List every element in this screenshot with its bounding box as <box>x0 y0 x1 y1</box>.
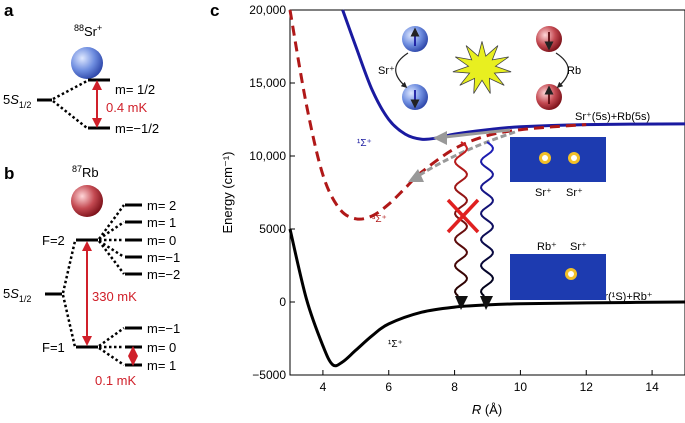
sr-dash-up <box>52 79 88 101</box>
curve-label-singlet-upper: ¹Σ⁺ <box>357 138 372 149</box>
y-tick-label-2: 5000 <box>259 222 286 236</box>
x-tick-label-14: 14 <box>645 380 659 394</box>
panel-b-letter: b <box>4 164 14 183</box>
y-tick-label-0: −5000 <box>252 368 286 382</box>
radiative-transition-red-head <box>455 296 468 310</box>
rb-f1-m-0: m= 0 <box>147 340 176 355</box>
y-tick-label-4: 15,000 <box>249 76 286 90</box>
spin-exchange-illustration: Sr⁺ Rb <box>378 26 581 110</box>
curve-singlet-lower <box>288 228 685 368</box>
rb-state-label: 5S1/2 <box>3 286 31 304</box>
rb-zeeman-label: 0.1 mK <box>95 373 137 388</box>
x-tick-label-4: 4 <box>320 380 327 394</box>
inset-bottom-label-1: Rb⁺ <box>537 241 557 253</box>
panel-c-letter: c <box>210 1 219 20</box>
panel-a-letter: a <box>4 1 14 20</box>
curve-singlet-upper <box>341 9 685 141</box>
inset-top-ion-2 <box>571 155 577 161</box>
rb-f2-label: F=2 <box>42 233 65 248</box>
inset-top-image <box>510 137 606 182</box>
rb-f1-m-1: m= 1 <box>147 358 176 373</box>
x-tick-label-6: 6 <box>385 380 392 394</box>
rb-f2-m-1: m= 1 <box>147 215 176 230</box>
curve-triplet <box>288 9 587 221</box>
rb-f2-sublevels <box>125 203 142 276</box>
approach-arrow-upper <box>444 128 511 139</box>
rb-f2-dashes <box>97 204 126 275</box>
y-axis-label: Energy (cm⁻¹) <box>220 152 235 234</box>
x-tick-label-8: 8 <box>451 380 458 394</box>
inset-top: Sr⁺ Sr⁺ <box>510 137 606 199</box>
rb-f1-label: F=1 <box>42 340 65 355</box>
sr-spin-label: Sr⁺ <box>378 65 395 77</box>
radiative-transition-blue <box>480 141 494 297</box>
y-tick-label-1: 0 <box>279 295 286 309</box>
panel-a: a 88Sr+ 5S1/2 m= 1/2 m=−1/2 0.4 mK <box>3 1 159 136</box>
inset-bottom-label-2: Sr⁺ <box>570 241 587 253</box>
rb-f1-m-neg1: m=−1 <box>147 321 180 336</box>
sr-ion-label: 88Sr+ <box>74 23 102 39</box>
asymptote-lower-label: Sr(¹S)+Rb⁺ <box>597 291 653 303</box>
y-tick-label-5: 20,000 <box>249 3 286 17</box>
axes: 4 6 8 10 12 14 −5000 0 5000 10,000 15,000 20,000 <box>249 3 659 394</box>
y-tick-label-3: 10,000 <box>249 149 286 163</box>
sr-level-top-label: m= 1/2 <box>115 82 155 97</box>
forbidden-cross <box>446 198 480 234</box>
rb-atom-sphere <box>71 185 103 217</box>
sr-ion-sphere <box>71 47 103 79</box>
rb-f1-dashes <box>98 326 125 367</box>
rb-f2-m-neg2: m=−2 <box>147 267 180 282</box>
curve-label-triplet: ³Σ⁺ <box>372 214 387 225</box>
inset-bottom-image <box>510 254 606 300</box>
x-axis-label: R (Å) <box>472 402 502 417</box>
rb-flip-arrow <box>555 52 569 89</box>
collision-burst-icon <box>452 41 512 94</box>
potential-curves <box>288 9 685 368</box>
rb-hyperfine-label: 330 mK <box>92 289 137 304</box>
rb-f2-m-neg1: m=−1 <box>147 250 180 265</box>
sr-flip-arrow <box>395 52 409 89</box>
panel-b: b 87Rb 5S1/2 m= 2 m= 1 m= 0 m=−1 m=−2 F=… <box>3 164 180 388</box>
approach-arrow-triplet <box>417 130 516 178</box>
sr-dash-down <box>52 100 88 129</box>
radiative-transition-blue-head <box>480 296 493 310</box>
rb-dash-down <box>61 294 77 348</box>
curve-label-singlet-lower: ¹Σ⁺ <box>388 339 403 350</box>
rb-atom-label: 87Rb <box>72 164 99 180</box>
x-tick-label-12: 12 <box>580 380 594 394</box>
rb-f2-m-2: m= 2 <box>147 198 176 213</box>
x-tick-label-10: 10 <box>514 380 528 394</box>
inset-top-label-1: Sr⁺ <box>535 187 552 199</box>
sr-splitting-label: 0.4 mK <box>106 100 148 115</box>
inset-bottom: Rb⁺ Sr⁺ <box>510 241 606 300</box>
sr-state-label: 5S1/2 <box>3 92 31 110</box>
plot-frame <box>289 9 685 376</box>
rb-f2-m-0: m= 0 <box>147 233 176 248</box>
rb-dash-up <box>61 240 77 294</box>
sr-level-bottom-label: m=−1/2 <box>115 121 159 136</box>
asymptote-upper-label: Sr⁺(5s)+Rb(5s) <box>575 111 650 123</box>
rb-spin-label: Rb <box>567 65 581 77</box>
approach-arrow-upper-head <box>433 131 447 145</box>
inset-top-label-2: Sr⁺ <box>566 187 583 199</box>
approach-arrow-triplet-head <box>408 169 424 182</box>
